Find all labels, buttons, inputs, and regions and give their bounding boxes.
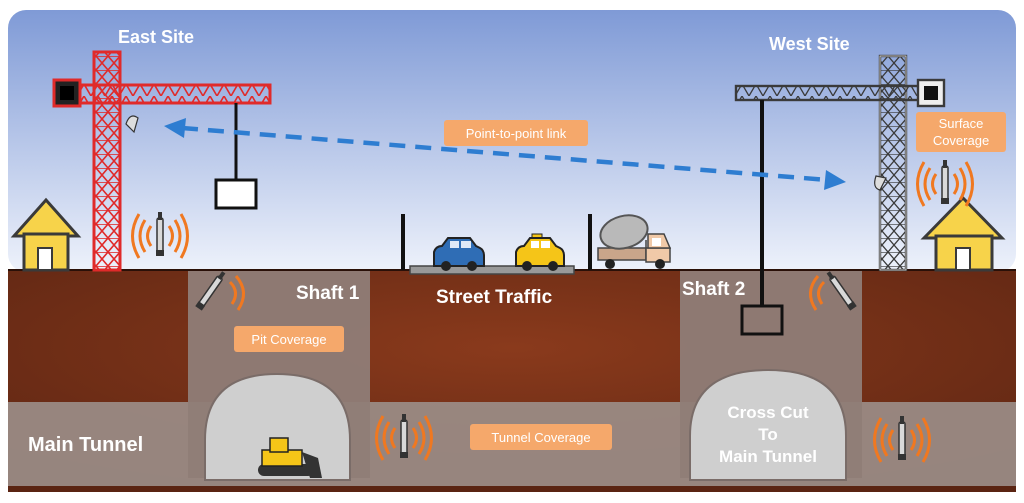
car-icon [433,237,485,271]
cross-cut-line-3: Main Tunnel [719,447,817,466]
west-crane-icon [734,54,946,336]
house-icon [920,195,1006,272]
cross-cut-arch [689,368,847,481]
main-tunnel-arch [204,372,351,481]
tunnel-coverage-tag: Tunnel Coverage [470,424,612,450]
surface-coverage-line-2: Coverage [932,133,990,148]
point-to-point-link-arrow [164,118,846,190]
house-icon [10,197,82,272]
bulldozer-icon [258,437,322,478]
surface-coverage-tag: Surface Coverage [916,112,1006,152]
taxi-icon [515,233,565,271]
pit-coverage-tag: Pit Coverage [234,326,344,352]
street-traffic-label: Street Traffic [436,287,553,308]
cross-cut-line-2: To [758,425,778,444]
east-site-label: East Site [118,27,195,47]
road [409,265,575,275]
west-site-label: West Site [769,34,850,54]
point-to-point-tag: Point-to-point link [444,120,588,146]
signal-waves-icon [228,275,245,311]
main-tunnel-label: Main Tunnel [28,434,144,456]
surface-coverage-line-1: Surface [938,116,984,131]
shaft-1-label: Shaft 1 [296,283,360,304]
shaft-2-label: Shaft 2 [682,279,746,300]
cross-cut-line-1: Cross Cut [727,403,809,422]
signal-waves-icon [809,275,826,311]
east-crane-icon [52,50,272,272]
cross-cut-label: Cross Cut To Main Tunnel [700,402,836,468]
cement-truck-icon [597,214,672,269]
